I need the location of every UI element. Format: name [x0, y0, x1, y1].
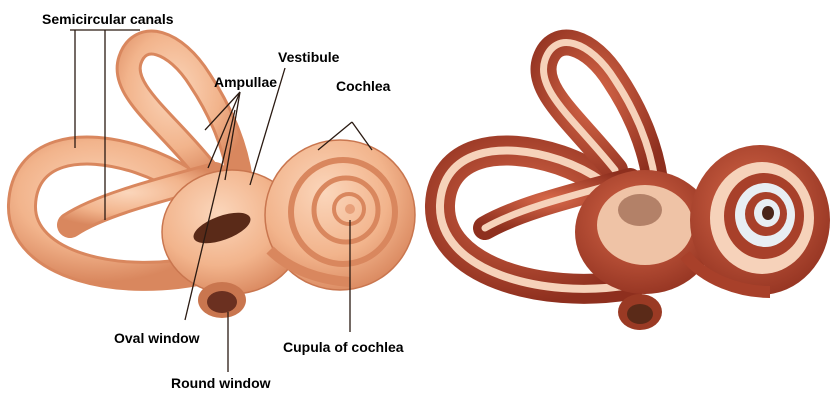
- label-vestibule: Vestibule: [278, 49, 340, 65]
- label-semicircular-canals: Semicircular canals: [42, 11, 174, 27]
- sectioned-labyrinth-view: [440, 43, 830, 330]
- label-oval-window: Oval window: [114, 330, 200, 346]
- label-cupula-of-cochlea: Cupula of cochlea: [283, 339, 404, 355]
- cochlea-apex: [345, 204, 355, 214]
- label-round-window: Round window: [171, 375, 271, 391]
- label-ampullae: Ampullae: [214, 74, 277, 90]
- label-cochlea: Cochlea: [336, 78, 391, 94]
